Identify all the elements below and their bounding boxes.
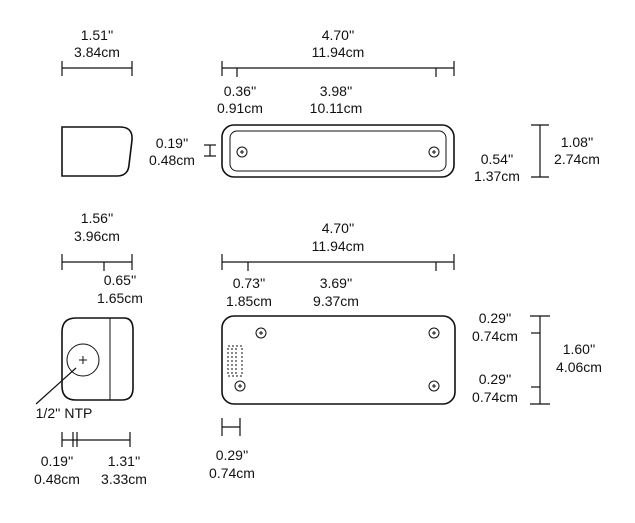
port-right-cm: 3.33cm [101, 471, 147, 487]
port-left-cm: 0.48cm [34, 471, 80, 487]
npt-port-circle [66, 343, 100, 377]
bottom-height-dimension: 1.60'' 4.06cm [530, 315, 602, 405]
top-hole-height-cm: 1.37cm [474, 168, 520, 184]
bottom-right-lower-in: 0.29'' [479, 371, 512, 387]
top-height-dimension: 1.08'' 2.74cm [531, 124, 600, 178]
top-side-width-cm: 3.84cm [74, 44, 120, 60]
mount-hole-bottom-bl [234, 380, 246, 392]
bottom-under-offset-cm: 0.74cm [209, 465, 255, 481]
vent-grille [227, 345, 243, 377]
mount-hole-top-right [428, 146, 440, 158]
top-hole-spacing-in: 3.98'' [320, 83, 353, 99]
bottom-hole-spacing-in: 3.69'' [320, 275, 353, 291]
top-side-width-in: 1.51'' [81, 27, 114, 43]
bottom-total-length-in: 4.70'' [322, 220, 355, 236]
top-end-offset-in: 0.36'' [224, 83, 257, 99]
port-left-in: 0.19'' [41, 453, 74, 469]
top-rim-cm: 0.48cm [149, 152, 195, 168]
mount-hole-bottom-br [428, 380, 440, 392]
port-right-in: 1.31'' [108, 453, 141, 469]
top-total-length-in: 4.70'' [322, 27, 355, 43]
bottom-side-offset-cm: 1.65cm [97, 290, 143, 306]
side-profile-bottom [35, 317, 134, 405]
bottom-end-offset-in: 0.73'' [233, 275, 266, 291]
port-leader-line [35, 367, 77, 405]
top-rim-in: 0.19'' [156, 135, 189, 151]
bottom-under-offset-in: 0.29'' [216, 447, 249, 463]
plate-bottom-view [221, 315, 456, 405]
top-total-length-cm: 11.94cm [312, 44, 365, 60]
mount-hole-top-left [236, 146, 248, 158]
bottom-right-upper-in: 0.29'' [479, 310, 512, 326]
bottom-side-width-cm: 3.96cm [74, 228, 120, 244]
side-profile-top [61, 126, 133, 177]
top-height-in: 1.08'' [561, 134, 594, 150]
top-rim-dimension: 0.19'' 0.48cm [149, 135, 216, 168]
top-hole-height-in: 0.54'' [481, 151, 514, 167]
plate-outer-top [221, 124, 455, 178]
port-offset-dimension: 0.19'' 0.48cm 1.31'' 3.33cm [34, 432, 147, 487]
plate-inner-top [229, 130, 447, 172]
top-height-cm: 2.74cm [554, 151, 600, 167]
bottom-under-offset-dimension: 0.29'' 0.74cm [209, 418, 255, 481]
port-label: 1/2'' NTP [36, 405, 93, 421]
bottom-total-length-cm: 11.94cm [312, 238, 365, 254]
bottom-right-lower-cm: 0.74cm [472, 389, 518, 405]
bottom-height-in: 1.60'' [563, 341, 596, 357]
top-total-length-dimension: 4.70'' 11.94cm [221, 27, 455, 77]
mount-hole-bottom-tl [255, 327, 267, 339]
bottom-total-length-dimension: 4.70'' 11.94cm [221, 220, 455, 271]
top-end-offset-cm: 0.91cm [217, 100, 263, 116]
bottom-right-upper-cm: 0.74cm [472, 328, 518, 344]
bottom-hole-spacing-cm: 9.37cm [313, 293, 359, 309]
bottom-side-width-dimension: 1.56'' 3.96cm [61, 210, 133, 271]
bottom-side-offset-in: 0.65'' [104, 272, 137, 288]
top-side-width-dimension: 1.51'' 3.84cm [61, 27, 133, 76]
bottom-side-width-in: 1.56'' [81, 210, 114, 226]
bottom-height-cm: 4.06cm [556, 359, 602, 375]
top-hole-spacing-cm: 10.11cm [310, 100, 363, 116]
mount-hole-bottom-tr [428, 327, 440, 339]
bottom-end-offset-cm: 1.85cm [226, 293, 272, 309]
